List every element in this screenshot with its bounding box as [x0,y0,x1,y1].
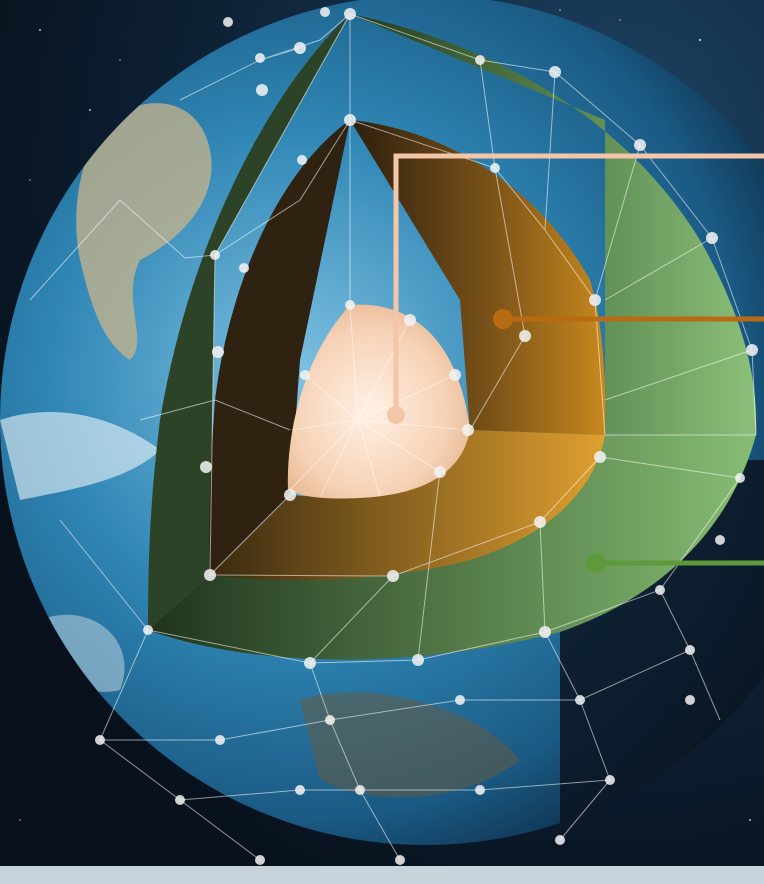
leader-mantle [586,553,764,573]
outer-core-back-face [350,120,606,435]
outer-core-left-face [209,120,350,575]
continent-shape [76,103,212,360]
cloud-patch [40,614,125,692]
cloud-band [0,411,160,500]
mesh-nodes [95,7,758,865]
inner-core [287,304,470,499]
inner-core-rays [289,304,469,498]
leader-outer-core [493,309,764,329]
leader-dot-outer-core [493,309,513,329]
leader-line-inner-core [393,153,764,415]
continent-shape [300,692,520,798]
leader-dot-mantle [586,553,606,573]
outer-core-bottom-face [210,430,605,580]
mantle-back-face [350,14,757,435]
mantle-left-face [148,14,350,630]
leader-inner-core [387,153,764,424]
bottom-strip [0,866,764,884]
leader-dot-inner-core [387,406,405,424]
mantle-bottom-face [148,435,756,660]
